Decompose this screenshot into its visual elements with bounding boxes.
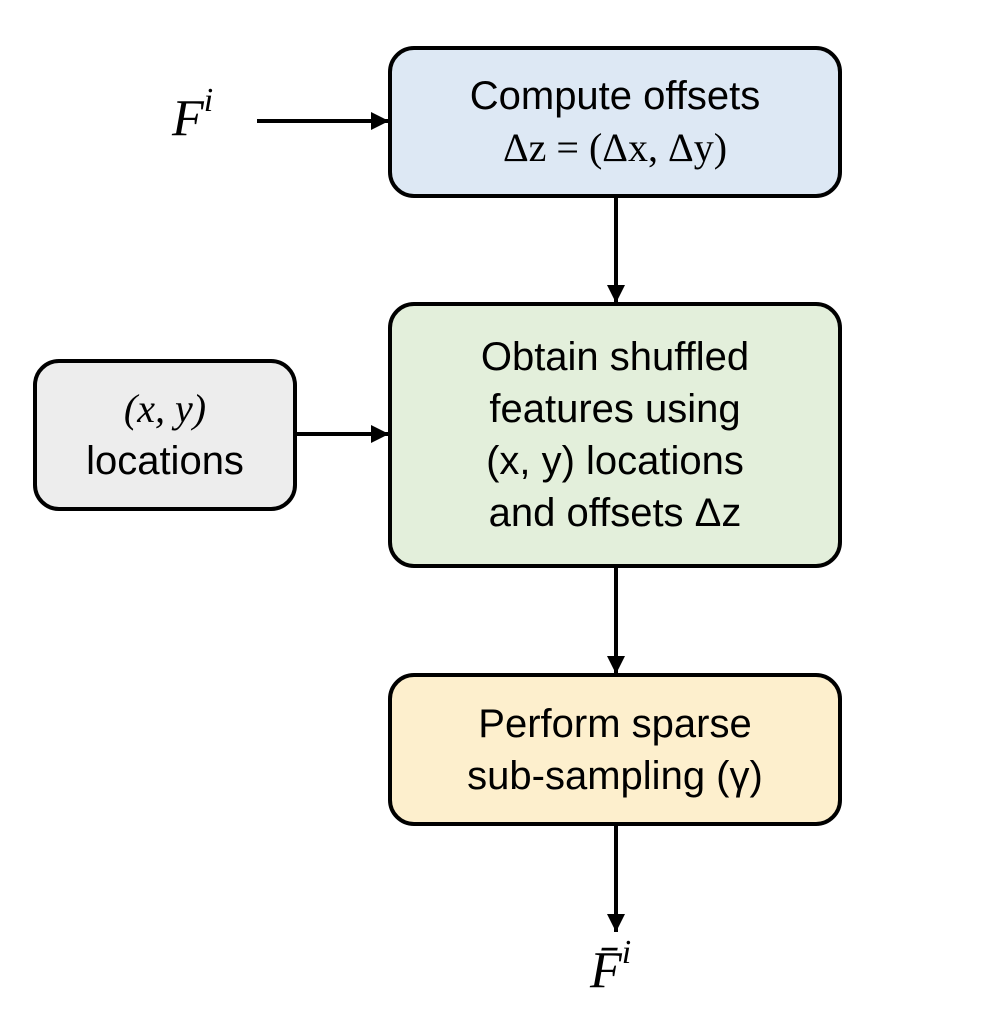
output-feature-label: F̄i — [590, 934, 631, 1000]
obtain-shuffled-line4: and offsets Δz — [488, 491, 742, 535]
obtain-shuffled-line2: features using — [489, 387, 741, 431]
obtain-shuffled-line3: (x, y) locations — [486, 439, 744, 483]
compute-offsets-title: Compute offsets — [469, 74, 761, 118]
compute-offsets-node: Compute offsets Δz = (Δx, Δy) — [388, 46, 842, 198]
locations-title: locations — [86, 439, 244, 483]
sparse-subsampling-line2: sub-sampling (γ) — [467, 753, 763, 798]
input-feature-symbol: F — [172, 90, 204, 148]
sparse-subsampling-line1: Perform sparse — [478, 701, 752, 746]
obtain-shuffled-line1: Obtain shuffled — [480, 335, 750, 379]
obtain-shuffled-node: Obtain shuffled features using (x, y) lo… — [388, 302, 842, 568]
locations-coords: (x, y) — [123, 386, 207, 431]
input-feature-label: Fi — [172, 82, 213, 148]
sparse-subsampling-node: Perform sparse sub-sampling (γ) — [388, 673, 842, 826]
input-feature-superscript: i — [203, 82, 214, 119]
output-feature-superscript: i — [621, 934, 632, 971]
compute-offsets-formula: Δz = (Δx, Δy) — [502, 125, 728, 170]
output-feature-symbol: F̄ — [590, 942, 622, 1000]
locations-node: (x, y) locations — [33, 359, 297, 511]
